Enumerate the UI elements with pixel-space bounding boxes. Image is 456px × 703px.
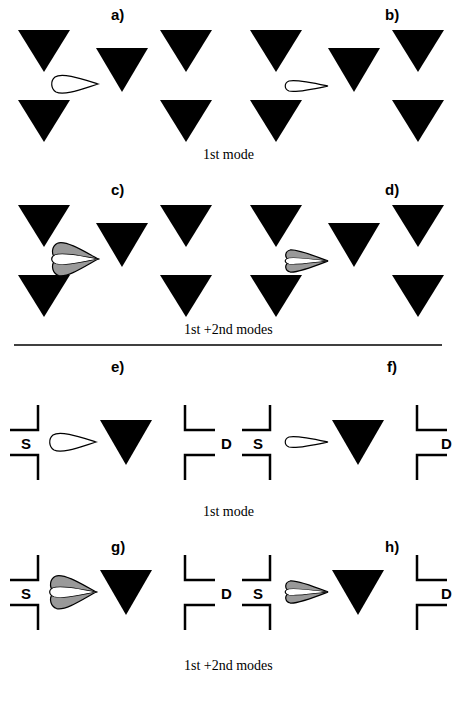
- panel-g: [10, 555, 215, 630]
- panel-letter: e): [111, 359, 124, 374]
- panel-d: [250, 205, 444, 317]
- divider: [14, 344, 442, 346]
- panel-letter: c): [111, 182, 124, 197]
- contact-label: S: [253, 586, 263, 601]
- panel-letter: b): [385, 7, 399, 22]
- contact-label: S: [21, 586, 31, 601]
- contact-label: D: [221, 586, 232, 601]
- contact-label: D: [441, 436, 452, 451]
- panel-e: [10, 405, 215, 480]
- panel-letter: h): [385, 539, 399, 554]
- contact-label: S: [253, 436, 263, 451]
- panel-caption: 1st +2nd modes: [184, 659, 273, 673]
- contact-label: S: [21, 436, 31, 451]
- panel-a: [18, 30, 212, 142]
- panel-caption: 1st mode: [203, 148, 254, 162]
- panel-b: [250, 30, 444, 142]
- contact-label: D: [441, 586, 452, 601]
- panel-h: [242, 555, 447, 630]
- panel-letter: a): [111, 7, 124, 22]
- contact-label: D: [221, 436, 232, 451]
- panel-letter: g): [111, 539, 125, 554]
- panel-letter: d): [385, 182, 399, 197]
- panel-caption: 1st mode: [203, 505, 254, 519]
- panel-f: [242, 405, 447, 480]
- panel-letter: f): [387, 359, 397, 374]
- panel-caption: 1st +2nd modes: [184, 323, 273, 337]
- panel-c: [18, 205, 212, 317]
